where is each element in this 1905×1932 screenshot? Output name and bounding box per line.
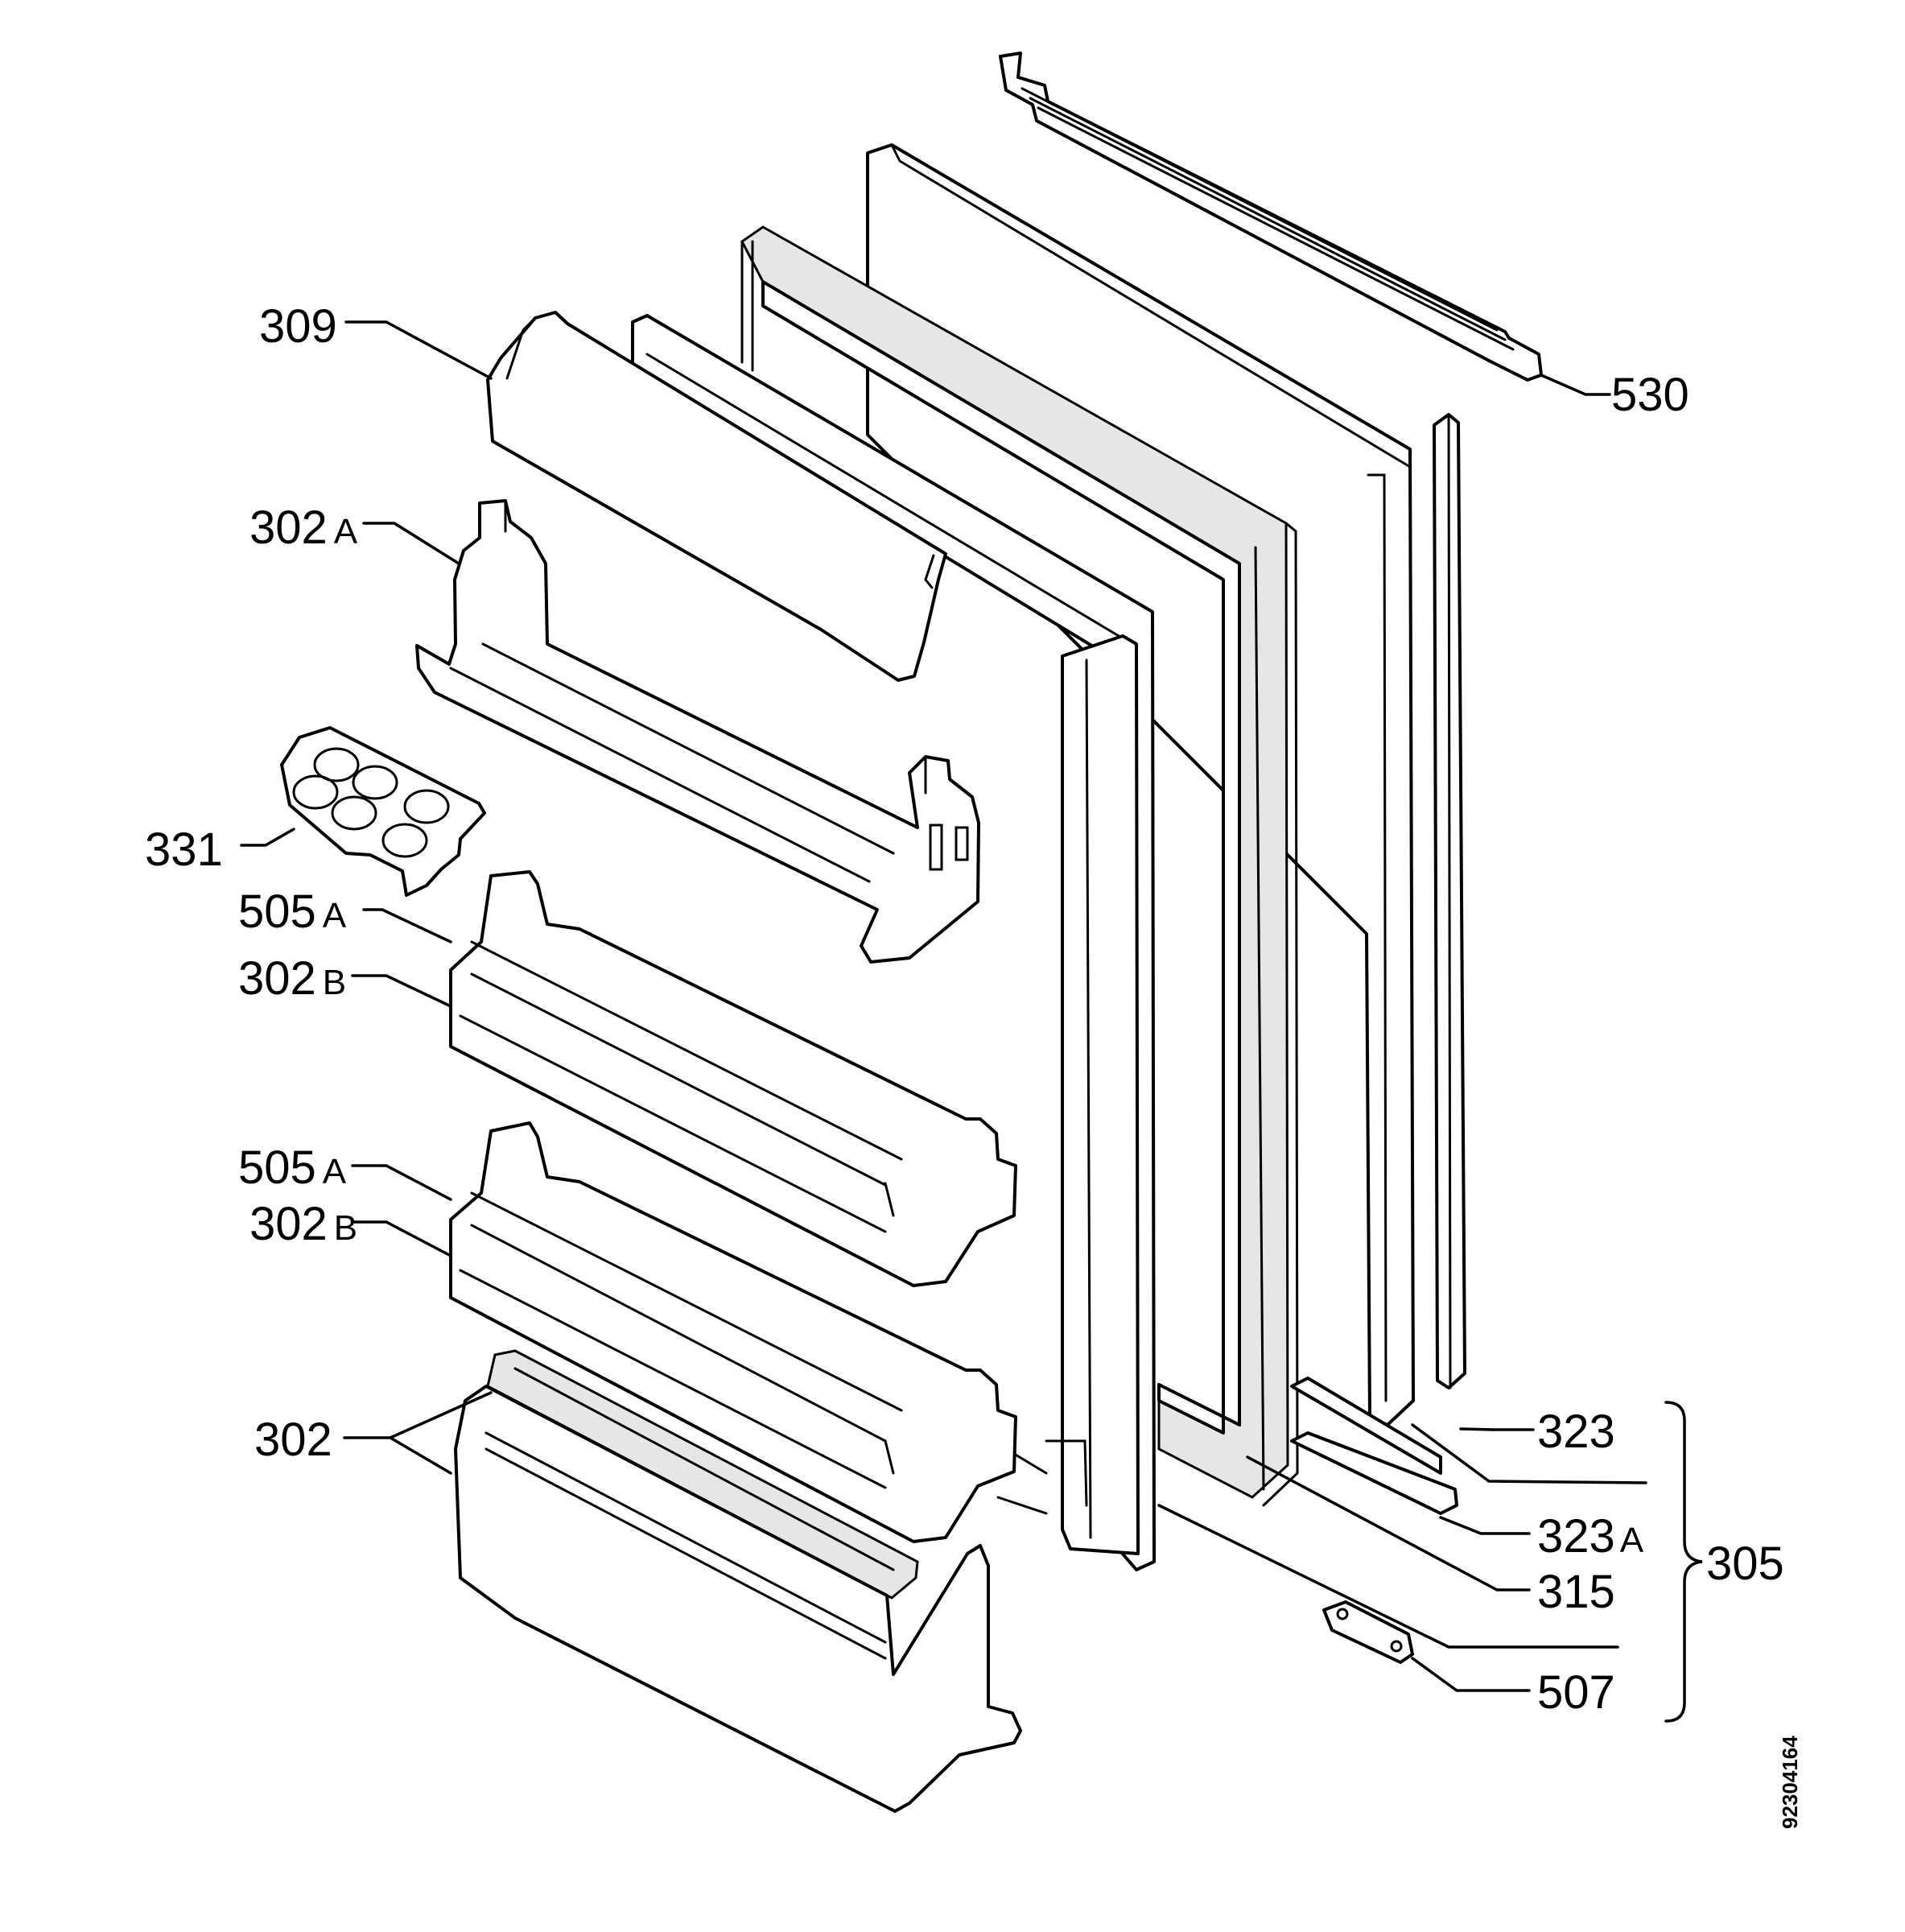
part-530-top-strip [999,52,1543,382]
leader-lines [240,320,1647,1692]
label-305: 305 [1706,1538,1784,1590]
part-302B-shelf-1 [449,870,1017,1287]
part-302B-shelf-2 [449,1121,1017,1543]
label-530: 530 [1611,369,1689,421]
label-331: 331 [145,824,223,876]
label-309: 309 [259,300,337,353]
door-gasket [740,225,1299,1507]
label-323: 323 [1537,1406,1615,1458]
label-507: 507 [1537,1666,1615,1719]
part-507-hinge [1322,1600,1414,1664]
part-302-bottle-shelf [454,1349,1022,1813]
label-315: 315 [1537,1566,1615,1618]
drawing-code: 92304164 [1778,1736,1802,1829]
part-309-dairy-flap [486,311,947,682]
part-331-egg-tray [280,726,486,897]
part-323-side-strip [1433,413,1466,1389]
bracket-305 [1664,1401,1703,1723]
part-302A-upper-shelf [415,499,980,964]
part-323A-lower-strip [1290,1377,1458,1515]
label-302: 302 [254,1414,332,1466]
inner-door-liner [631,314,1156,1571]
